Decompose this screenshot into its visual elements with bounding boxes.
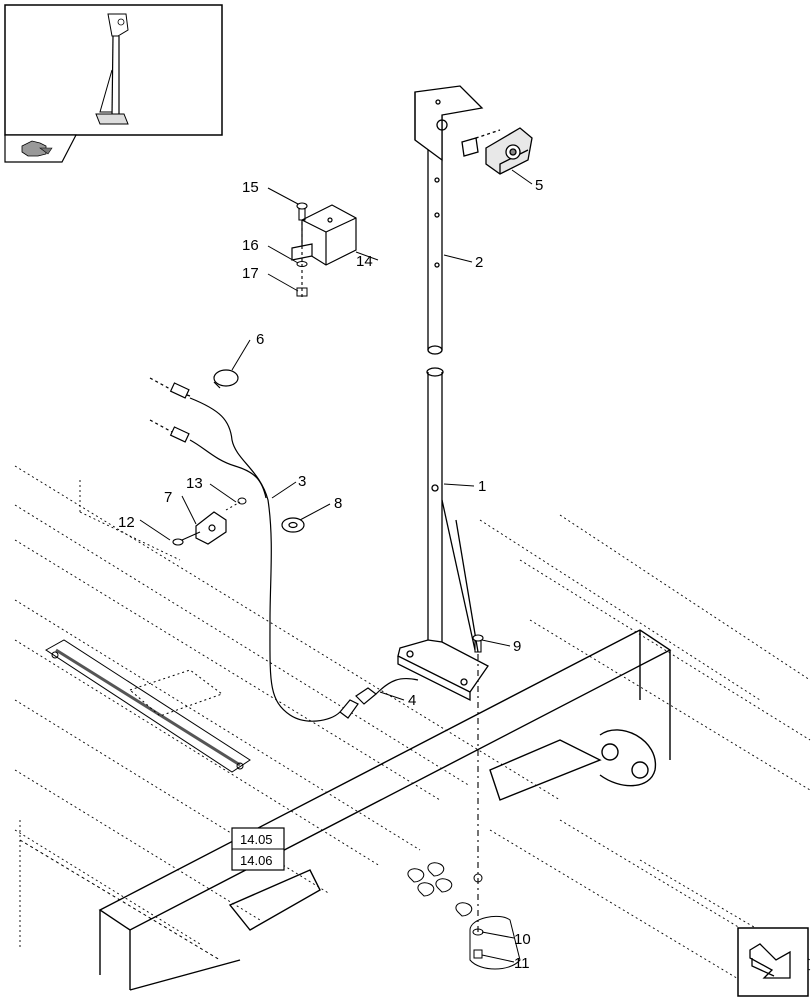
- callout-11: 11: [514, 955, 530, 972]
- section-reference-box[interactable]: 14.05 14.06: [231, 827, 285, 871]
- callout-labels: 1 2 3 4 5 6 7 8 9 10 11 12 13 14 15 16 1…: [118, 177, 543, 972]
- mast-upper-part-2: [414, 85, 484, 355]
- callout-1: 1: [478, 478, 486, 495]
- section-ref-bottom[interactable]: 14.06: [240, 853, 273, 868]
- section-ref-top[interactable]: 14.05: [240, 832, 273, 847]
- tractor-frame: [14, 465, 811, 981]
- callout-13: 13: [186, 475, 203, 492]
- callout-16: 16: [242, 237, 259, 254]
- callout-5: 5: [535, 177, 543, 194]
- thumbnail-overview-icon[interactable]: [4, 4, 223, 136]
- nut-part-11: [473, 949, 483, 959]
- nut-part-13: [225, 497, 247, 511]
- callout-7: 7: [164, 489, 172, 506]
- callout-15: 15: [242, 179, 259, 196]
- bracket-part-7: [195, 511, 227, 545]
- callout-8: 8: [334, 495, 342, 512]
- callout-2: 2: [475, 254, 483, 271]
- hand-pointer-icon[interactable]: [4, 134, 77, 163]
- navigation-arrow-icon[interactable]: [737, 927, 809, 997]
- callout-14: 14: [356, 253, 373, 270]
- bolt-part-15: [296, 202, 308, 300]
- callout-12: 12: [118, 514, 135, 531]
- slotted-bracket-bar: [45, 639, 251, 773]
- callout-4: 4: [408, 692, 416, 709]
- callout-17: 17: [242, 265, 259, 282]
- nut-part-17: [296, 287, 308, 297]
- callout-10: 10: [514, 931, 531, 948]
- callout-3: 3: [298, 473, 306, 490]
- wiring-harness-part-3: [149, 377, 377, 722]
- callout-9: 9: [513, 638, 521, 655]
- bolt-part-12: [172, 531, 201, 546]
- leader-lines: [139, 169, 533, 963]
- grommet-part-8: [281, 517, 305, 533]
- floor-plate: [407, 862, 521, 970]
- mast-base-part-1: [397, 367, 489, 702]
- bracket-part-14: [291, 204, 357, 266]
- washer-part-16: [296, 261, 308, 267]
- cross-beam: [19, 629, 672, 991]
- cable-tie-part-6: [213, 369, 239, 389]
- callout-6: 6: [256, 331, 264, 348]
- camera-part-5: [461, 127, 533, 175]
- bolt-part-9: [472, 634, 484, 932]
- extension-lead-part-4: [375, 677, 419, 695]
